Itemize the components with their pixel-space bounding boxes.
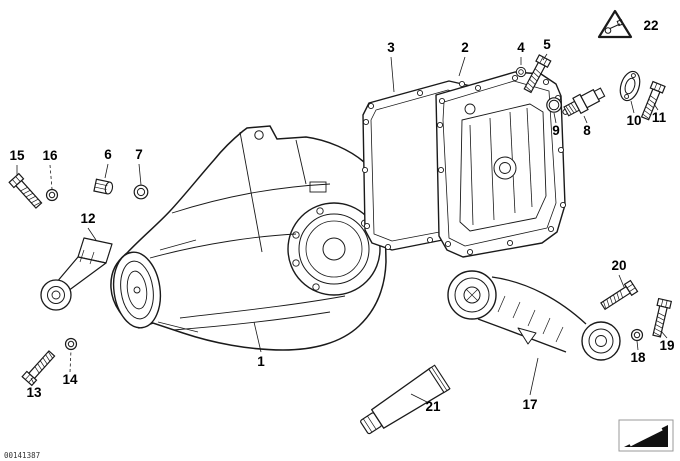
mounting-bracket-part-12 xyxy=(40,237,113,311)
callout-1[interactable]: 1 xyxy=(257,354,265,369)
cover-bolt-holes xyxy=(436,74,567,256)
washer-part-16 xyxy=(45,188,59,202)
mounting-bracket-part-17 xyxy=(447,270,621,361)
callout-16[interactable]: 16 xyxy=(42,148,58,163)
sealant-tube-part-21 xyxy=(360,364,451,435)
washer-part-18 xyxy=(630,328,644,342)
callout-20[interactable]: 20 xyxy=(611,258,626,273)
oval-gasket-part-10 xyxy=(619,70,641,102)
brand-arrow-logo xyxy=(618,419,674,452)
differential-housing-part-1 xyxy=(110,125,387,351)
warning-triangle-icon xyxy=(597,9,633,39)
callout-10[interactable]: 10 xyxy=(626,113,641,128)
callout-15[interactable]: 15 xyxy=(9,148,25,163)
callout-13[interactable]: 13 xyxy=(26,385,42,400)
bolt-part-19 xyxy=(649,297,672,339)
callout-17[interactable]: 17 xyxy=(522,397,537,412)
callout-8[interactable]: 8 xyxy=(583,123,591,138)
callout-14[interactable]: 14 xyxy=(62,372,78,387)
callout-2[interactable]: 2 xyxy=(461,40,469,55)
leader-lines xyxy=(16,53,668,403)
callout-4[interactable]: 4 xyxy=(517,40,525,55)
callout-5[interactable]: 5 xyxy=(543,37,551,52)
plug-part-6 xyxy=(93,178,114,195)
bracket-hatching xyxy=(497,295,564,343)
housing-rear-flange xyxy=(287,202,381,296)
callout-18[interactable]: 18 xyxy=(630,350,646,365)
housing-front-tube xyxy=(112,251,162,329)
bolt-part-20 xyxy=(598,279,639,313)
callout-21[interactable]: 21 xyxy=(425,399,441,414)
diagram-footer-code: 00141387 xyxy=(4,451,40,460)
callouts: 1 2 3 4 5 6 7 8 9 10 11 12 13 14 15 16 1… xyxy=(9,18,674,414)
bolt-part-13 xyxy=(21,348,58,386)
callout-7[interactable]: 7 xyxy=(135,147,143,162)
washer-part-14 xyxy=(64,337,78,351)
callout-6[interactable]: 6 xyxy=(104,147,112,162)
vent-plug-part-8 xyxy=(562,87,606,117)
callout-3[interactable]: 3 xyxy=(387,40,395,55)
callout-12[interactable]: 12 xyxy=(80,211,95,226)
callout-22[interactable]: 22 xyxy=(643,18,658,33)
bolt-part-15 xyxy=(8,173,45,211)
housing-ribs xyxy=(149,131,346,333)
callout-19[interactable]: 19 xyxy=(659,338,674,353)
washer-part-4 xyxy=(515,66,527,78)
o-ring-part-9 xyxy=(546,97,562,113)
rear-cover-part-2 xyxy=(435,71,567,258)
seal-ring-part-7 xyxy=(133,184,149,200)
callout-11[interactable]: 11 xyxy=(652,110,667,125)
callout-9[interactable]: 9 xyxy=(552,123,560,138)
